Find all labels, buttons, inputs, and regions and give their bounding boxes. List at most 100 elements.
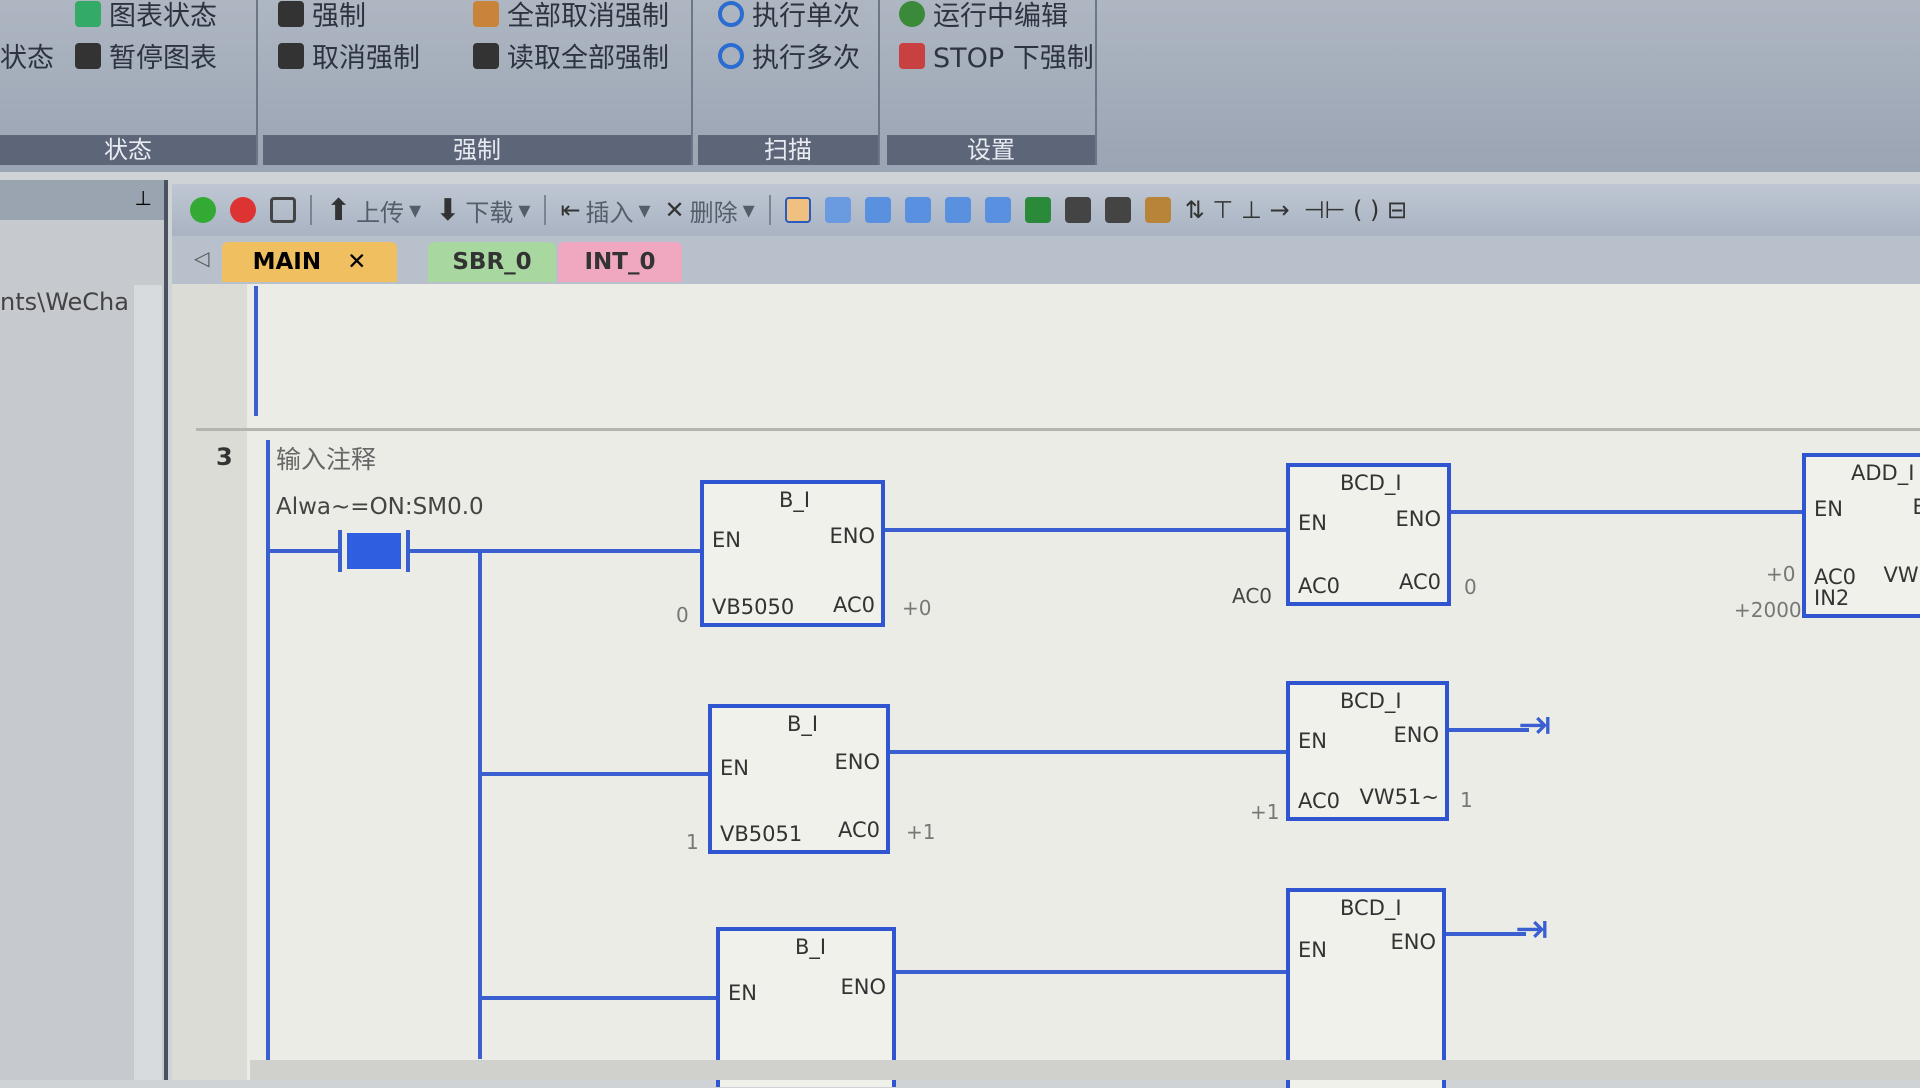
wire — [410, 549, 700, 553]
pause-chart-button[interactable]: 暂停图表 — [75, 36, 217, 75]
power-rail — [266, 440, 270, 1080]
label: 下载 — [465, 193, 513, 228]
unlock-icon — [278, 43, 304, 69]
label: 暂停图表 — [109, 36, 217, 75]
run-icon[interactable] — [190, 197, 216, 223]
group-label: 状态 — [0, 135, 256, 165]
eno-pin: ENO — [829, 524, 875, 548]
power-rail-prev — [254, 286, 258, 416]
add-i-block[interactable]: ADD_I EN EI AC0 VW5 IN2 — [1802, 453, 1920, 618]
group-scan: 执行单次 执行多次 扫描 — [698, 0, 880, 165]
en-pin: EN — [1298, 511, 1327, 535]
network-comment[interactable]: 输入注释 — [276, 440, 376, 476]
goto-icon[interactable] — [1025, 197, 1051, 223]
power-icon — [718, 1, 744, 27]
group-settings: 运行中编辑 STOP 下强制 设置 — [887, 0, 1097, 165]
b-i-block-2[interactable]: B_I EN ENO VB5051 AC0 — [708, 704, 890, 854]
label: 全部取消强制 — [507, 0, 669, 33]
chart-status-button[interactable]: 图表状态 — [75, 0, 217, 33]
label: 读取全部强制 — [507, 36, 669, 75]
branch-icon[interactable]: ⇅ ⊤ ⊥ → — [1185, 196, 1290, 224]
lock-icon[interactable] — [1065, 197, 1091, 223]
out-value: +1 — [906, 820, 935, 844]
group-label: 强制 — [263, 135, 691, 165]
unforce-all-button[interactable]: 全部取消强制 — [473, 0, 669, 33]
unlock-icon[interactable] — [1105, 197, 1131, 223]
up-arrow-icon: ⬆ — [326, 193, 351, 228]
label: STOP 下强制 — [933, 36, 1094, 75]
block-title: B_I — [779, 488, 810, 512]
bookmark-next-icon[interactable] — [825, 197, 851, 223]
stop-icon[interactable] — [230, 197, 256, 223]
prev-icon[interactable] — [905, 197, 931, 223]
insert-button[interactable]: ⇤插入 ▾ — [560, 193, 650, 228]
eno-pin: ENO — [840, 975, 886, 999]
lock-icon — [473, 1, 499, 27]
pause-icon — [75, 43, 101, 69]
editor-toolbar: ⬆上传 ▾ ⬇下载 ▾ ⇤插入 ▾ ✕删除 ▾ ⇅ ⊤ ⊥ → ⊣⊢ ( ) ⊟ — [172, 184, 1920, 236]
horizontal-scrollbar[interactable] — [250, 1060, 1920, 1080]
status-partial[interactable]: 状态 — [0, 36, 54, 75]
bcd-i-block-1[interactable]: BCD_I EN ENO AC0 AC0 — [1286, 463, 1451, 606]
separator — [544, 195, 546, 225]
block-title: BCD_I — [1340, 471, 1402, 495]
upload-button[interactable]: ⬆上传 ▾ — [326, 193, 421, 228]
project-tree-pane: ⊥ nts\WeCha — [0, 180, 168, 1080]
delete-button[interactable]: ✕删除 ▾ — [665, 193, 755, 228]
eno-pin: ENO — [834, 750, 880, 774]
label: 图表状态 — [109, 0, 217, 33]
group-label: 扫描 — [698, 135, 878, 165]
in-value: AC0 — [1232, 584, 1272, 608]
lock-icon — [278, 1, 304, 27]
wire — [266, 549, 338, 553]
out-value: 0 — [1464, 575, 1477, 599]
block-title: BCD_I — [1340, 689, 1402, 713]
next-icon[interactable] — [945, 197, 971, 223]
tree-path[interactable]: nts\WeCha — [0, 288, 135, 316]
tab-sbr0[interactable]: SBR_0 — [428, 242, 556, 282]
bcd-i-block-3[interactable]: BCD_I EN ENO — [1286, 888, 1446, 1088]
multi-scan-button[interactable]: 执行多次 — [718, 36, 860, 75]
pin-icon[interactable]: ⊥ — [135, 186, 152, 210]
tab-scroll-left-icon[interactable]: ◁ — [194, 246, 209, 270]
read-all-forced-button[interactable]: 读取全部强制 — [473, 36, 669, 75]
bcd-i-block-2[interactable]: BCD_I EN ENO AC0 VW51~ — [1286, 681, 1449, 821]
stop-force-button[interactable]: STOP 下强制 — [899, 36, 1094, 75]
box-icon[interactable] — [865, 197, 891, 223]
delete-icon: ✕ — [665, 196, 685, 224]
eno-pin: ENO — [1395, 507, 1441, 531]
wire — [885, 528, 1286, 532]
block-title: ADD_I — [1851, 461, 1914, 485]
close-icon[interactable]: ✕ — [347, 249, 366, 275]
contact-sm0-0[interactable] — [338, 530, 410, 572]
wire — [1446, 932, 1526, 936]
ladder-editor[interactable] — [172, 284, 1920, 1080]
bookmark-icon[interactable] — [785, 197, 811, 223]
wire — [1449, 728, 1529, 732]
contact-power-flow — [347, 533, 401, 569]
tab-main[interactable]: MAIN ✕ — [222, 242, 397, 282]
label: 执行多次 — [752, 36, 860, 75]
label: 插入 — [585, 193, 633, 228]
single-scan-button[interactable]: 执行单次 — [718, 0, 860, 33]
tab-int0[interactable]: INT_0 — [558, 242, 682, 282]
contact-coil-box-icons[interactable]: ⊣⊢ ( ) ⊟ — [1304, 196, 1408, 224]
branch-wire — [478, 549, 482, 1059]
lock-all-icon[interactable] — [1145, 197, 1171, 223]
chart-icon — [75, 1, 101, 27]
force-button[interactable]: 强制 — [278, 0, 366, 33]
wire — [482, 772, 708, 776]
download-button[interactable]: ⬇下载 ▾ — [435, 193, 530, 228]
clear-icon[interactable] — [985, 197, 1011, 223]
open-end-icon: ⇥ — [1518, 702, 1552, 748]
unforce-button[interactable]: 取消强制 — [278, 36, 420, 75]
edit-in-run-button[interactable]: 运行中编辑 — [899, 0, 1068, 33]
network-number: 3 — [216, 443, 233, 471]
label: 上传 — [356, 193, 404, 228]
b-i-block-1[interactable]: B_I EN ENO VB5050 AC0 — [700, 480, 885, 627]
wire — [896, 970, 1286, 974]
in-value: +1 — [1250, 800, 1279, 824]
down-arrow-icon: ⬇ — [435, 193, 460, 228]
compile-icon[interactable] — [270, 197, 296, 223]
scrollbar[interactable] — [134, 285, 162, 1080]
